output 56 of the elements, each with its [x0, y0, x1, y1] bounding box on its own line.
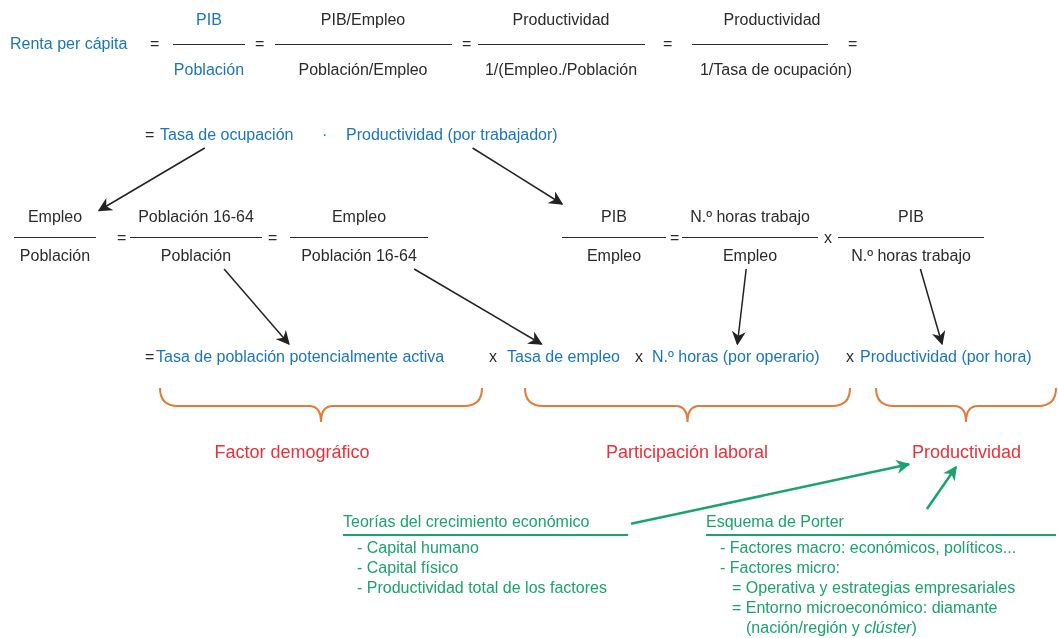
numerator: Productividad — [512, 10, 610, 30]
formula-term: N.º horas (por operario) — [652, 347, 820, 367]
denominator: 1/(Empleo./Población — [484, 60, 638, 80]
formula-term: Tasa de población potencialmente activa — [156, 347, 445, 367]
formula-term: Productividad (por hora) — [860, 347, 1032, 367]
formula-text: Renta per cápita — [10, 34, 128, 54]
formula-term: Tasa de ocupación — [160, 125, 294, 145]
fraction: PIB Empleo — [562, 207, 666, 266]
denominator: Población/Empleo — [298, 60, 428, 80]
group-label: Productividad — [912, 440, 1022, 464]
formula-term: Tasa de empleo — [507, 347, 620, 367]
operator: = — [150, 34, 160, 54]
denominator: Población — [173, 60, 245, 80]
denominator: 1/Tasa de ocupación) — [699, 60, 853, 80]
arrow — [223, 268, 290, 346]
fraction: Población 16-64 Población — [130, 207, 262, 266]
operator: = — [145, 125, 155, 145]
list-item: = Operativa y estrategias empresariales — [731, 578, 1017, 598]
arrow — [471, 147, 564, 205]
list-item: - Factores macro: económicos, políticos... — [719, 538, 1018, 558]
fraction: Empleo Población 16-64 — [290, 207, 428, 266]
operator: = — [145, 347, 155, 367]
list-heading: Esquema de Porter — [706, 512, 1056, 536]
operator: = — [670, 228, 680, 248]
operator: = — [848, 34, 858, 54]
arrow — [97, 147, 206, 212]
operator: = — [268, 228, 278, 248]
list-item: - Capital físico — [356, 558, 460, 578]
arrow — [630, 460, 911, 526]
fraction: Empleo Población — [14, 207, 96, 266]
list-item: - Capital humano — [356, 538, 480, 558]
arrow — [731, 268, 747, 346]
list-item: = Entorno microeconómico: diamante (nación/región y clúster) — [731, 598, 999, 638]
fraction: N.º horas trabajo Empleo — [682, 207, 818, 266]
numerator: PIB — [196, 10, 222, 30]
arrow — [919, 268, 946, 346]
operator: = — [462, 34, 472, 54]
list-heading: Teorías del crecimiento económico — [343, 512, 628, 536]
operator: x — [489, 347, 497, 367]
operator: = — [255, 34, 265, 54]
list-item: - Factores micro: — [719, 558, 841, 578]
operator: = — [117, 228, 127, 248]
operator: x — [846, 347, 854, 367]
group-label: Factor demográfico — [214, 441, 370, 464]
arrow — [413, 268, 543, 345]
numerator: Productividad — [723, 10, 821, 30]
arrow — [925, 465, 958, 510]
operator: x — [635, 347, 643, 367]
numerator: PIB/Empleo — [320, 10, 406, 30]
formula-term: Productividad (por trabajador) — [346, 125, 558, 145]
fraction: PIB N.º horas trabajo — [838, 207, 984, 266]
multiplication-dot: · — [322, 125, 328, 145]
list-item: - Productividad total de los factores — [356, 578, 608, 598]
group-label: Participación laboral — [605, 441, 769, 464]
operator: = — [663, 34, 673, 54]
operator: x — [824, 228, 832, 248]
